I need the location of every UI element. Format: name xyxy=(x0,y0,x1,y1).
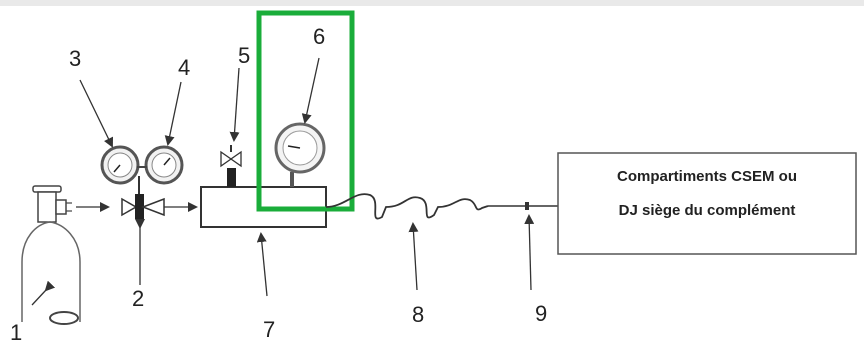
label-9: 9 xyxy=(535,301,547,326)
leader-7 xyxy=(256,232,268,297)
highlight-frame xyxy=(256,10,355,212)
box-line-2: DJ siège du complément xyxy=(619,202,796,219)
label-3: 3 xyxy=(69,46,81,71)
purge-valve xyxy=(220,145,242,187)
leader-8 xyxy=(408,222,419,291)
leader-3 xyxy=(79,79,114,148)
coiled-tube xyxy=(325,193,489,220)
label-8: 8 xyxy=(412,302,424,327)
leader-1 xyxy=(31,280,56,306)
label-4: 4 xyxy=(178,55,190,80)
leader-6 xyxy=(301,57,320,124)
regulator-valve xyxy=(121,176,165,219)
pressure-gauge-4 xyxy=(144,145,184,185)
gas-cylinder xyxy=(21,185,81,325)
label-6: 6 xyxy=(313,24,325,49)
destination-box xyxy=(557,152,857,255)
pressure-gauge-3 xyxy=(100,145,140,185)
coupling xyxy=(525,202,529,210)
manometer xyxy=(274,122,326,187)
top-border xyxy=(0,0,864,6)
label-1: 1 xyxy=(10,320,22,345)
label-2: 2 xyxy=(132,286,144,311)
box-line-1: Compartiments CSEM ou xyxy=(617,168,797,185)
leader-9 xyxy=(524,214,535,291)
leader-5 xyxy=(229,67,240,142)
leader-4 xyxy=(164,81,182,146)
label-5: 5 xyxy=(238,43,250,68)
label-7: 7 xyxy=(263,317,275,342)
